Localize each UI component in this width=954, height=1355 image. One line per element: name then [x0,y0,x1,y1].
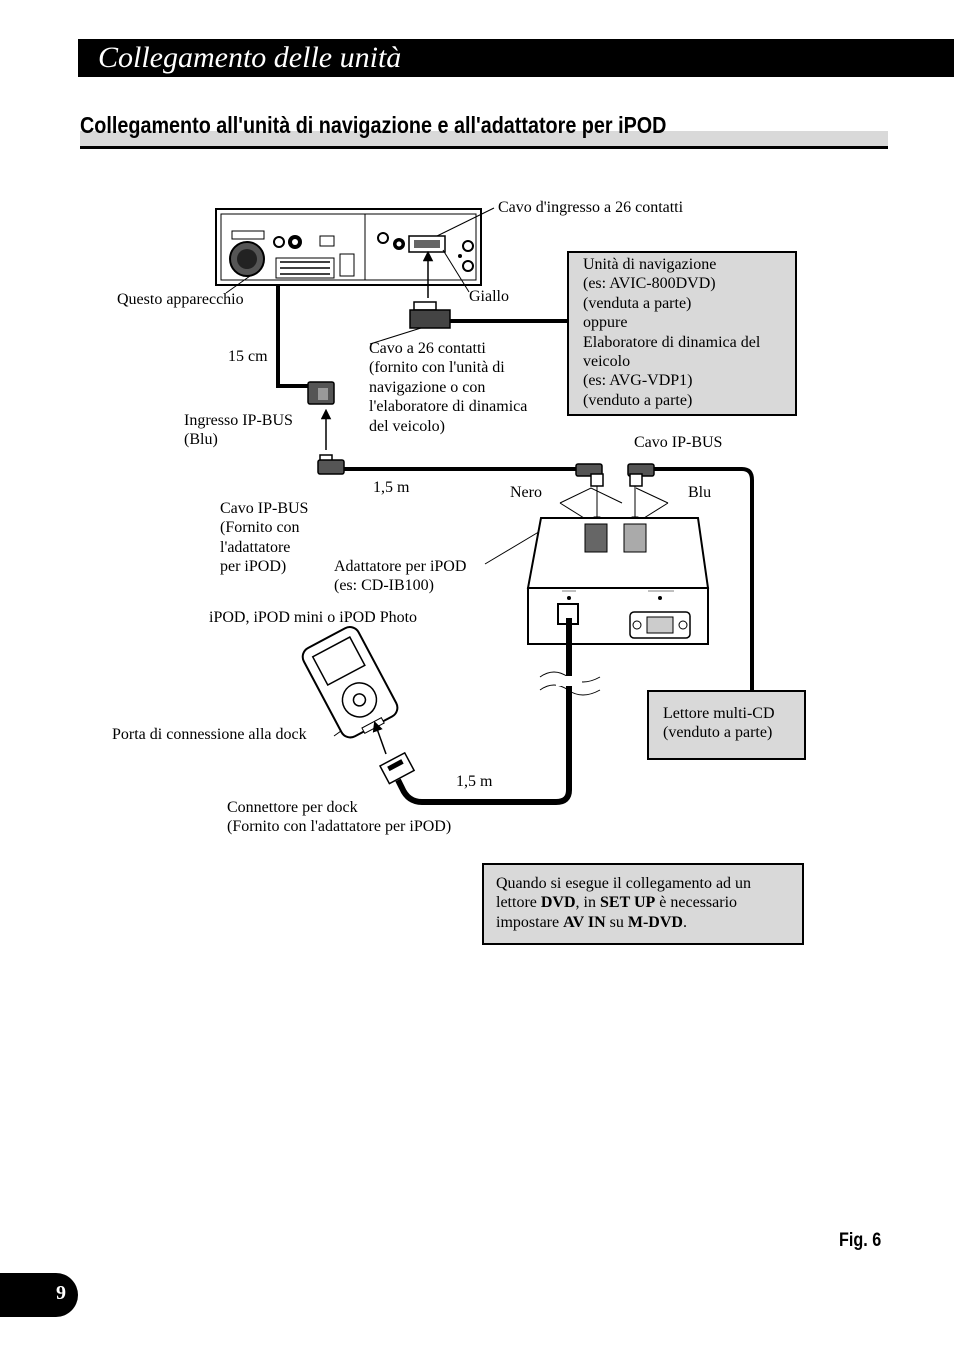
section-title: Collegamento all'unità di navigazione e … [80,112,667,138]
label-length-1-5m-bottom: 1,5 m [456,773,493,790]
navigation-unit-box: Unità di navigazione (es: AVIC-800DVD) (… [567,251,797,416]
label-length-1-5m-top: 1,5 m [373,479,410,496]
label-26pin-cable: Cavo a 26 contatti (fornito con l'unità … [369,340,528,435]
label-black: Nero [510,484,542,501]
dock-cable [395,618,601,805]
26-pin-cable-connector [409,301,568,329]
label-dock-connector: Connettore per dock (Fornito con l'adatt… [227,799,452,836]
section-heading-rule [80,146,888,149]
multi-cd-player-box: Lettore multi-CD (venduto a parte) [647,690,806,760]
chapter-header-bar: Collegamento delle unità [78,39,954,77]
setup-note-box: Quando si esegue il collegamento ad un l… [482,863,804,945]
dock-connector [378,751,416,785]
label-ipbus-cable: Cavo IP-BUS [634,434,723,451]
ipbus-input-plug [307,381,335,405]
note-line-3: impostare AV IN su M-DVD. [496,913,687,931]
label-26pin-input-cable: Cavo d'ingresso a 26 contatti [498,199,684,216]
ipod-adapter-unit [526,517,710,645]
label-this-unit: Questo apparecchio [117,291,244,308]
head-unit-rear-panel [215,208,482,286]
ipbus-cable-multi-cd [627,463,754,690]
label-ipbus-cable-supplied: Cavo IP-BUS (Fornito con l'adattatore pe… [220,500,309,576]
label-yellow: Giallo [469,288,509,305]
label-ipbus-input: Ingresso IP-BUS (Blu) [184,412,293,449]
page-number-tab [0,1273,78,1317]
label-blue: Blu [688,484,712,501]
chapter-title: Collegamento delle unità [98,41,402,74]
label-dock-port: Porta di connessione alla dock [112,726,307,743]
figure-label: Fig. 6 [839,1230,882,1251]
page-number: 9 [56,1282,66,1304]
supplied-ipbus-cable [317,454,604,487]
ipod-device [301,626,399,739]
label-length-15cm: 15 cm [228,348,268,365]
label-ipod-adapter: Adattatore per iPOD (es: CD-IB100) [334,558,467,595]
note-line-1: Quando si esegue il collegamento ad un [496,875,752,892]
label-ipod-models: iPOD, iPOD mini o iPOD Photo [209,609,418,626]
section-heading-band [80,131,888,146]
note-line-2: lettore DVD, in SET UP è necessario [496,894,738,912]
